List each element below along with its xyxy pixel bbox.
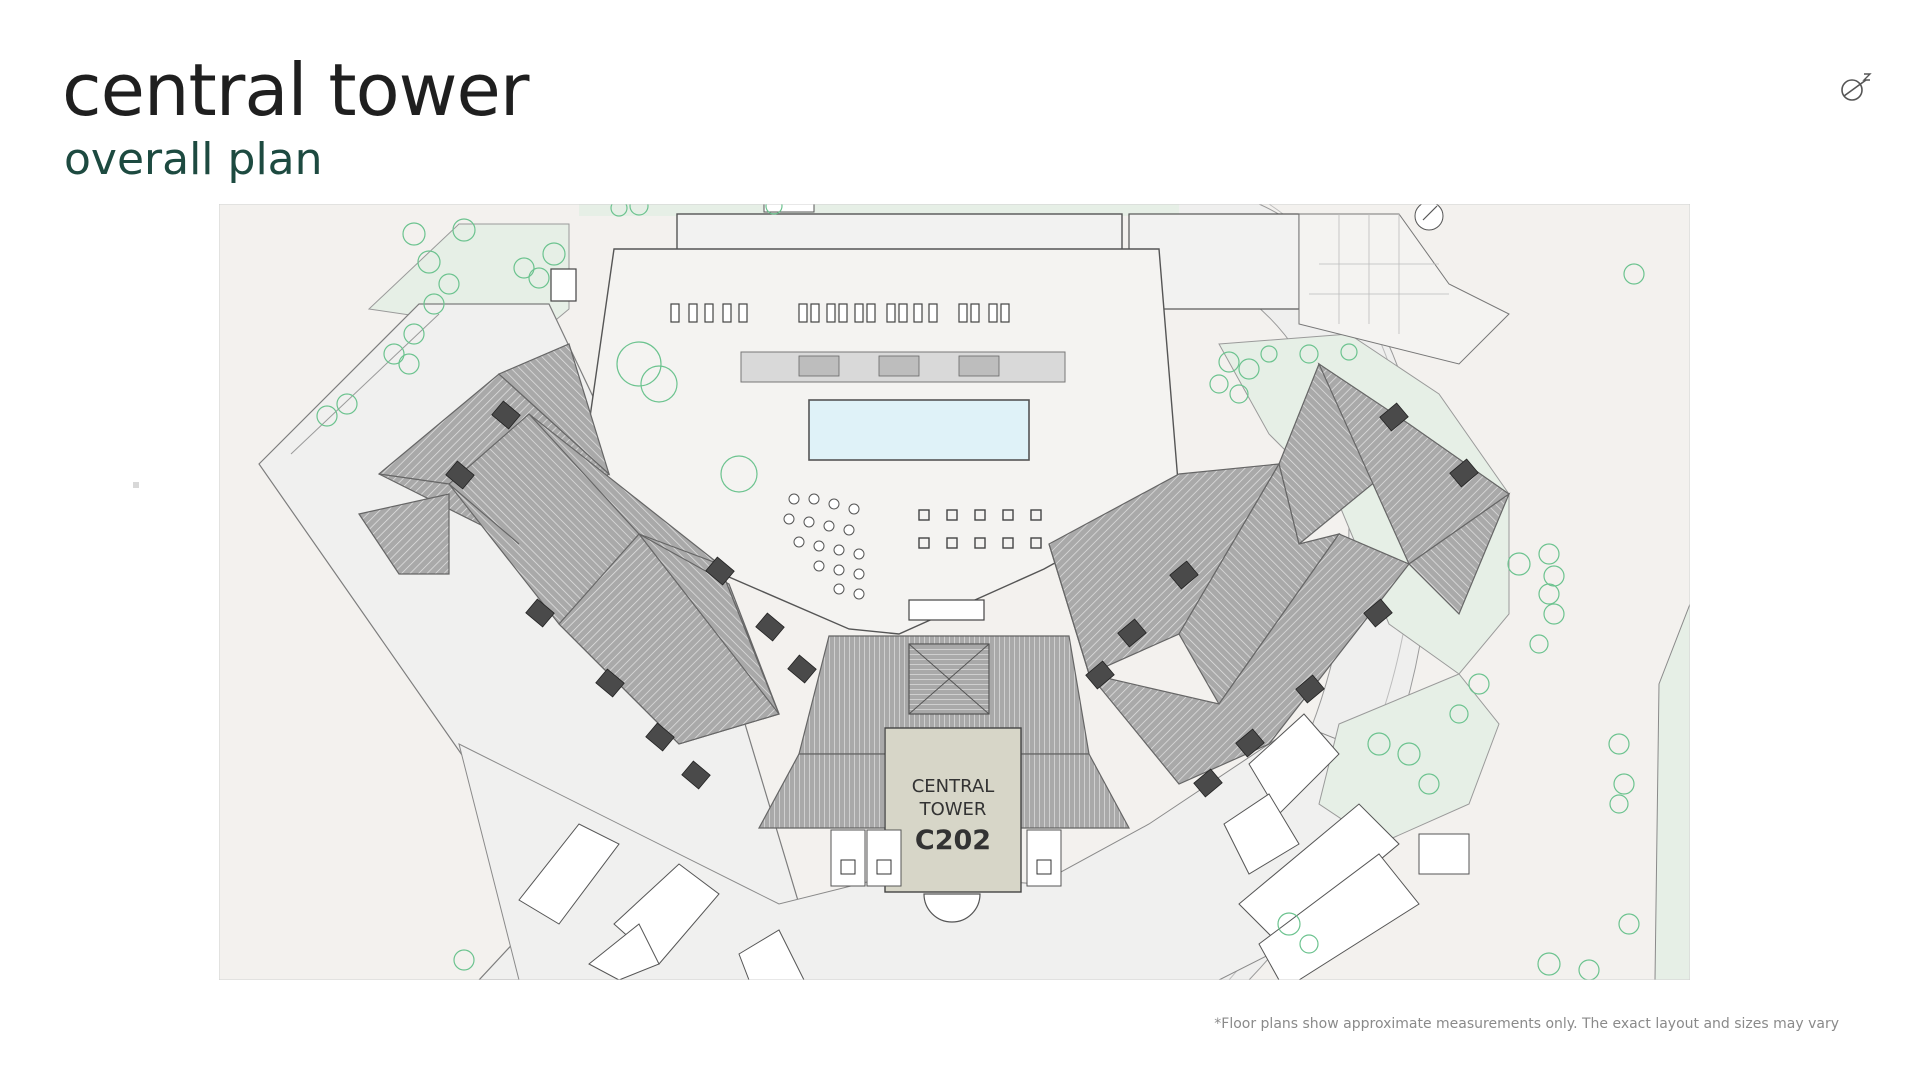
central-roof bbox=[757, 599, 1131, 829]
entrance-canopy bbox=[923, 893, 981, 923]
block-label-line2: TOWER bbox=[919, 799, 987, 820]
accessible-parking-icon bbox=[840, 859, 856, 875]
trees bbox=[316, 204, 1645, 980]
east-wing-roof bbox=[1048, 362, 1511, 785]
page-subtitle: overall plan bbox=[64, 134, 323, 185]
outdoor-seating bbox=[918, 509, 1042, 549]
swimming-pool bbox=[808, 399, 1030, 461]
central-tower-block[interactable] bbox=[884, 727, 1022, 893]
north-arrow-icon bbox=[1841, 73, 1872, 101]
unit-code: C202 bbox=[915, 825, 991, 856]
stray-mark bbox=[133, 482, 139, 488]
accessible-parking bbox=[830, 829, 1062, 887]
stair-northwest bbox=[550, 268, 577, 302]
block-label-line1: CENTRAL bbox=[912, 776, 995, 797]
site-marker bbox=[1414, 204, 1444, 231]
rooftop-vents bbox=[445, 400, 1479, 798]
sun-loungers bbox=[670, 303, 1010, 323]
site-plan-drawing: CENTRAL TOWER C202 bbox=[219, 204, 1690, 980]
parking-bays bbox=[518, 713, 1420, 980]
accessible-parking-icon bbox=[1036, 859, 1052, 875]
page-title: central tower bbox=[62, 48, 529, 132]
site-plan: CENTRAL TOWER C202 bbox=[219, 204, 1690, 980]
north-block bbox=[676, 213, 1123, 255]
floor-plan-disclaimer: *Floor plans show approximate measuremen… bbox=[1214, 1016, 1839, 1032]
west-wing-roof bbox=[358, 343, 781, 745]
garden-north bbox=[579, 204, 1179, 216]
garden-east bbox=[1318, 673, 1500, 845]
accessible-parking-icon bbox=[876, 859, 892, 875]
cafe-tables bbox=[783, 493, 865, 600]
east-verge bbox=[1654, 603, 1690, 980]
